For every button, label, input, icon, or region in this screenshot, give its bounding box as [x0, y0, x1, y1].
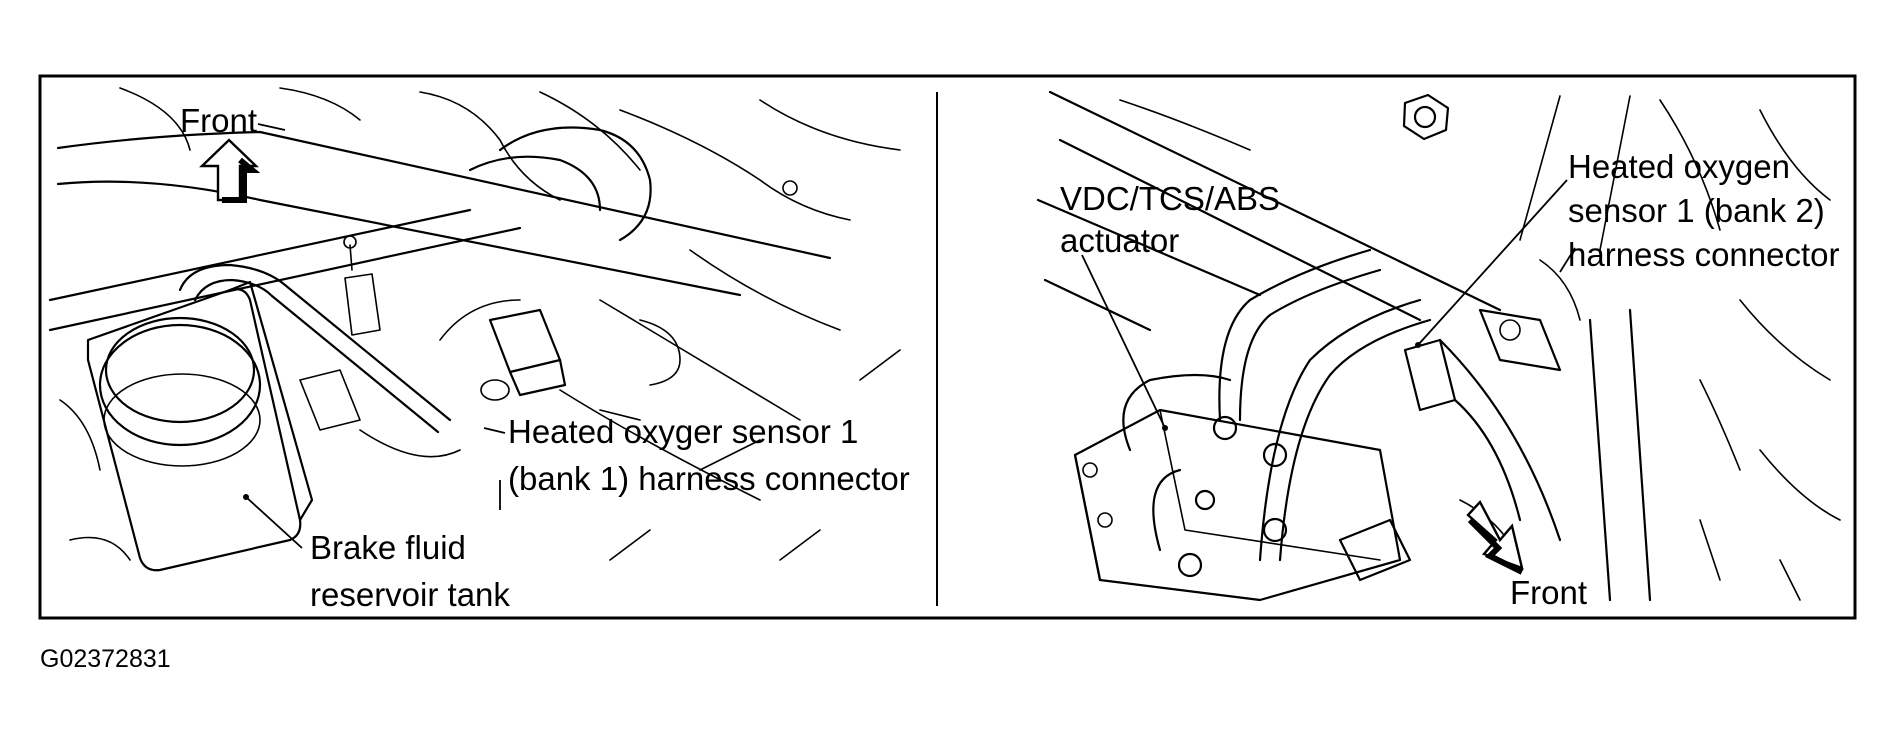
label-front-right: Front	[1510, 574, 1588, 611]
label-front-left: Front	[180, 102, 258, 139]
label-brake-line1: Brake fluid	[310, 529, 466, 566]
leader-hos2	[1417, 179, 1568, 346]
label-hos1-line1: Heated oxyger sensor 1	[508, 413, 859, 450]
label-vdc-line1: VDC/TCS/ABS	[1060, 180, 1281, 217]
leader-vdc	[1081, 254, 1166, 429]
leader-front-left	[257, 123, 286, 131]
label-hos1-line2: (bank 1) harness connector	[508, 460, 910, 497]
right-panel-drawing	[1036, 90, 1841, 602]
label-hos2-line3: harness connector	[1568, 236, 1840, 273]
leader-dot-brake	[243, 494, 249, 500]
label-brake-line2: reservoir tank	[310, 576, 510, 613]
label-hos2-line2: sensor 1 (bank 2)	[1568, 192, 1825, 229]
figure-id: G02372831	[40, 645, 171, 673]
left-panel-drawing	[48, 87, 901, 572]
label-hos2-line1: Heated oxygen	[1568, 148, 1790, 185]
front-arrow-left-icon	[199, 138, 261, 203]
front-arrow-right-icon	[1466, 499, 1524, 575]
leader-brake	[245, 496, 303, 549]
label-vdc-line2: actuator	[1060, 222, 1180, 259]
leader-hos1	[483, 427, 506, 434]
frame-border	[38, 74, 1857, 620]
